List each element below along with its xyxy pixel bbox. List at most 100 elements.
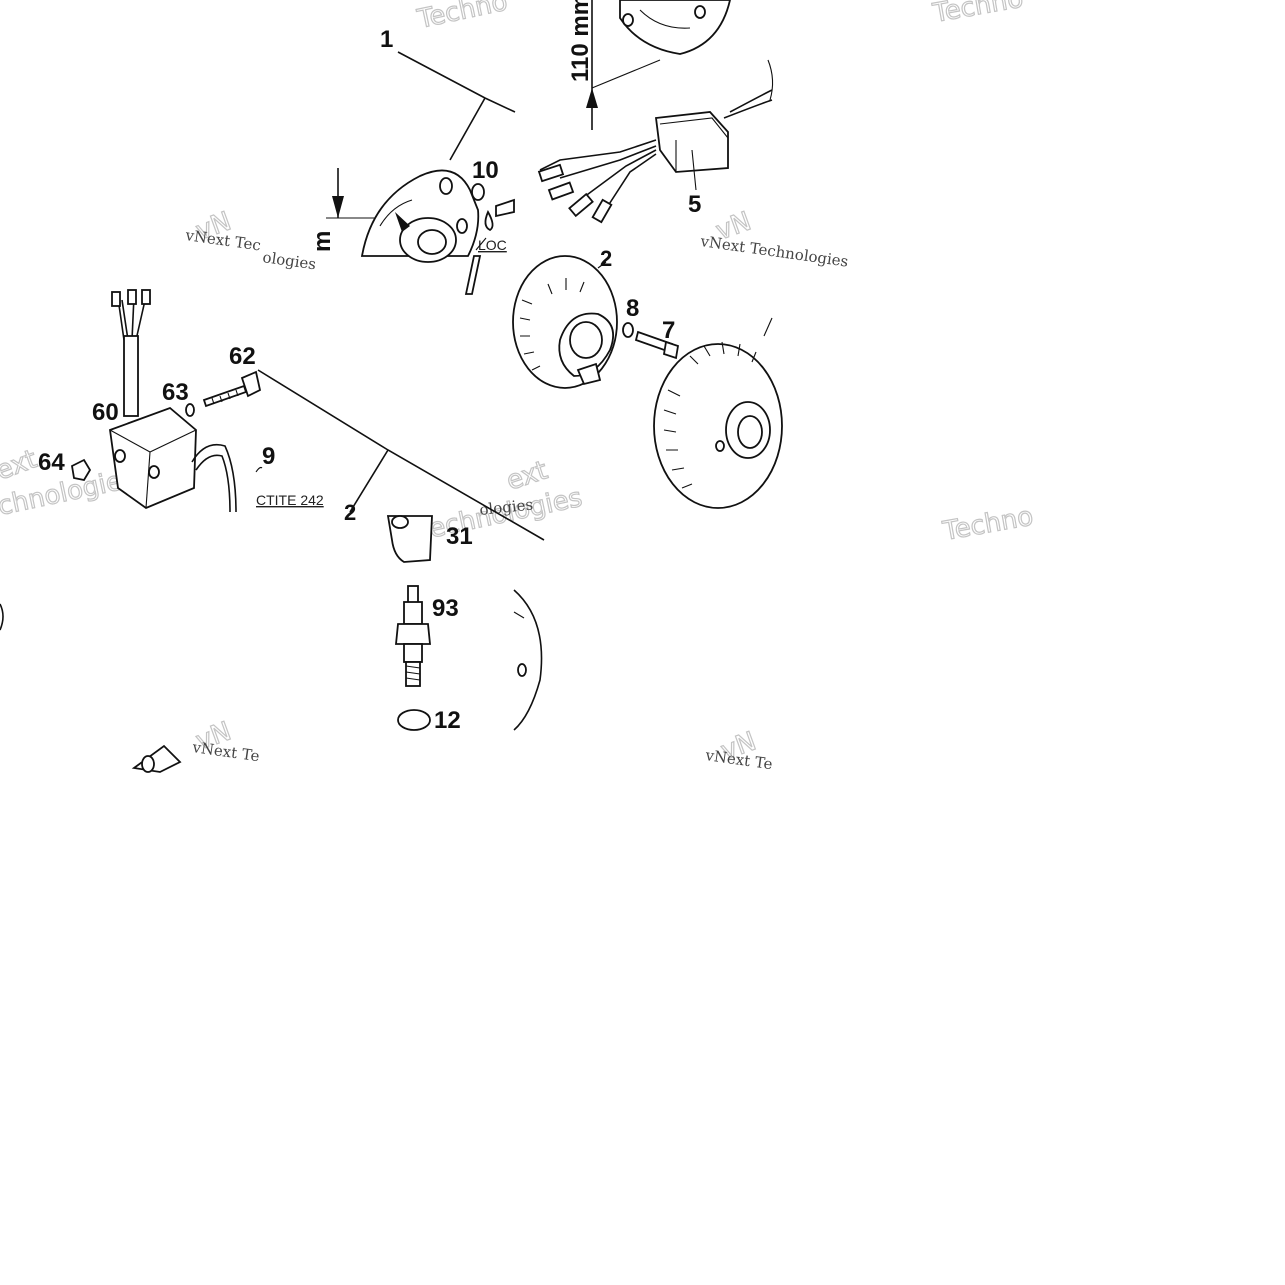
leader-1-right: [397, 51, 516, 113]
connector-fragment-end: [141, 755, 155, 773]
watermark-vnext-right-top: vNext Technologies: [698, 232, 849, 271]
watermark-techno-top-right: Techno: [930, 0, 1025, 29]
spark-plug-thread-lines: [405, 665, 421, 681]
module-wire-sleeve: [123, 335, 139, 417]
bolt-62-thread: [211, 389, 239, 405]
coil-connector-4: [591, 198, 613, 224]
callout-1: 1: [380, 26, 393, 53]
callout-64: 64: [38, 449, 65, 476]
loctite-drop-icon: [484, 209, 494, 232]
callout-62: 62: [229, 343, 256, 370]
loctite-note-top: LOC: [478, 237, 507, 253]
watermark-vnext-left-top: vNext Tec: [183, 226, 262, 255]
coil-top-edge: [659, 117, 729, 139]
flywheel-bore: [737, 415, 763, 449]
spark-plug-cap-opening: [391, 515, 409, 529]
callout-2-bottom: 2: [344, 500, 356, 525]
coil-wire-2: [559, 145, 657, 179]
watermark-vnext-left-bottom: vNext Te: [190, 738, 260, 765]
loctite-note-top-tick: [475, 237, 487, 251]
coil-wire-3: [579, 149, 657, 201]
spark-plug-insulator: [403, 601, 423, 625]
middle-left-tile-ignition: 60 63 62 64 9 CTITE 242 2: [0, 289, 545, 631]
callout-63: 63: [162, 379, 189, 406]
leader-9: [255, 466, 263, 473]
disc-fragment: [513, 589, 543, 731]
bottom-tile-spark-plug: 31 93 12: [131, 515, 543, 773]
leader-5: [691, 149, 697, 191]
watermark-ologies-center: ologies: [479, 495, 534, 519]
leader-to-2-bottom: [349, 449, 389, 513]
watermark-techno-top: Techno: [414, 0, 510, 35]
module-wire-terminal-1: [111, 291, 121, 307]
callout-31: 31: [446, 523, 473, 550]
connector-fragment: [131, 744, 182, 773]
ignition-module-hole-1: [114, 449, 126, 463]
dimension-arrowhead-left: [332, 196, 344, 218]
coil-part-5: [654, 111, 729, 173]
coil-wire-1: [539, 139, 657, 171]
magneto-slot-1: [439, 177, 453, 195]
o-ring-12: [397, 709, 431, 731]
locating-pin: [464, 255, 482, 295]
coil-connector-3: [568, 192, 594, 218]
watermark-vnext-right-bottom: vNext Te: [703, 746, 773, 773]
ignition-module-hole-2: [148, 465, 160, 479]
dimension-label-left: m: [309, 231, 336, 252]
coil-wire-4: [603, 153, 657, 213]
dimension-110-extension: [591, 59, 661, 89]
ht-cable-inner: [195, 454, 231, 513]
nut-64: [71, 458, 92, 482]
callout-9: 9: [262, 443, 275, 470]
coil-cable: [729, 89, 773, 113]
ignition-module-60: [109, 406, 197, 510]
flywheel-fragment-detail: [639, 9, 691, 29]
callout-93: 93: [432, 595, 459, 622]
disc-fragment-hole: [517, 663, 527, 677]
leader-long-62: [257, 369, 545, 541]
flywheel-fins: [663, 341, 757, 489]
coil-connector-2: [547, 181, 575, 201]
leader-1-down: [449, 97, 486, 161]
flywheel-edge-line: [763, 317, 773, 337]
module-wire-terminal-2: [127, 289, 137, 305]
leader-2-top: [597, 261, 607, 269]
ht-cable: [191, 443, 237, 513]
module-wire-1: [121, 299, 129, 341]
spark-plug-body: [403, 643, 423, 663]
magneto-center-bore: [417, 229, 447, 255]
watermark-techno-mid-right: Techno: [940, 502, 1035, 547]
coil-connector-1: [537, 163, 565, 183]
callout-12: 12: [434, 707, 461, 734]
callout-2-top: 2: [600, 246, 612, 271]
coil-cable-3: [767, 59, 774, 101]
magneto-slot-2: [456, 218, 468, 234]
spark-plug-hex: [395, 623, 431, 645]
watermark-ext-left: ext: [0, 444, 41, 486]
top-right-tile-coil: 110 mm 5: [537, 0, 774, 224]
module-wire-terminal-3: [141, 289, 151, 305]
callout-60: 60: [92, 399, 119, 426]
flywheel: [653, 343, 783, 509]
magneto-arrow-mark: [395, 212, 410, 232]
flywheel-hole: [715, 440, 725, 452]
stator-tab: [576, 362, 602, 386]
flywheel-fragment-hole-2: [694, 5, 706, 19]
loctite-242-note: CTITE 242: [256, 492, 324, 508]
disc-fragment-mark: [513, 611, 525, 619]
callout-5: 5: [688, 191, 701, 218]
small-screw: [495, 198, 515, 218]
magneto-rim-detail: [379, 199, 413, 227]
stator-bore: [569, 321, 603, 359]
flywheel-fragment-hole-1: [622, 13, 634, 27]
callout-10: 10: [472, 157, 499, 184]
stator-windings: [519, 278, 585, 371]
dimension-110-arrowhead: [586, 88, 598, 108]
washer-8: [622, 322, 634, 338]
callout-8: 8: [626, 295, 639, 322]
left-edge-fragment: [0, 603, 4, 631]
screw-7-head: [662, 340, 680, 360]
dimension-110mm: 110 mm: [567, 0, 594, 82]
washer-10: [471, 183, 485, 201]
